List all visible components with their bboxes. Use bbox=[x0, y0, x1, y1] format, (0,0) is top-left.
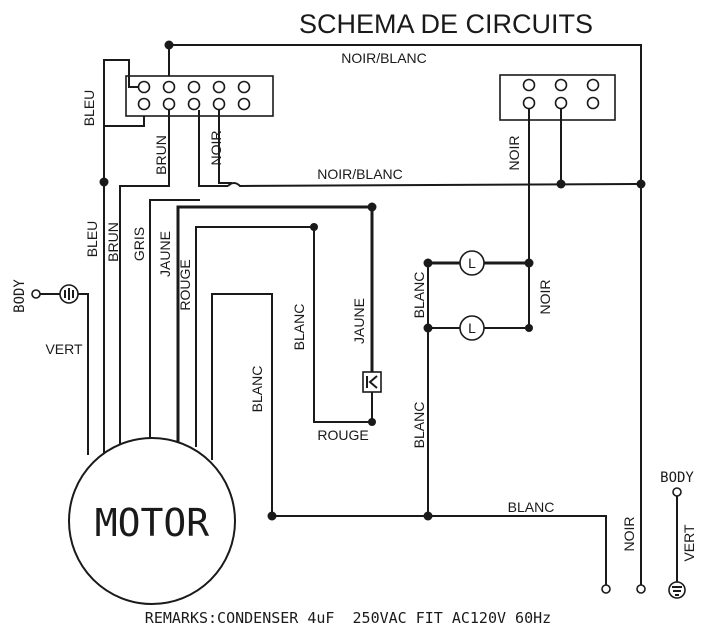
label-blanc-motor: BLANC bbox=[249, 366, 265, 413]
left-connector-block bbox=[125, 75, 274, 117]
label-noir-left: NOIR bbox=[208, 131, 224, 166]
label-bleu-lower: BLEU bbox=[84, 221, 100, 258]
capacitor-symbol bbox=[362, 371, 382, 393]
bottom-terminals bbox=[601, 584, 646, 594]
ground-symbol-right bbox=[668, 487, 686, 599]
motor-label: MOTOR bbox=[95, 501, 210, 545]
label-noir-blanc-mid: NOIR/BLANC bbox=[317, 166, 403, 182]
svg-text:L: L bbox=[468, 320, 476, 336]
lamp-upper: L bbox=[459, 250, 485, 276]
label-bleu-upper: BLEU bbox=[81, 90, 97, 127]
label-body-left: BODY bbox=[12, 279, 28, 313]
label-noir-right-block: NOIR bbox=[506, 136, 522, 171]
label-gris: GRIS bbox=[131, 227, 147, 261]
label-blanc-bottom: BLANC bbox=[508, 499, 555, 515]
label-blanc-cap: BLANC bbox=[291, 304, 307, 351]
label-brun-lower: BRUN bbox=[105, 222, 121, 262]
motor: MOTOR bbox=[68, 437, 236, 605]
right-connector-block bbox=[499, 74, 616, 121]
diagram-title: SCHEMA DE CIRCUITS bbox=[299, 9, 593, 39]
label-rouge-left: ROUGE bbox=[177, 259, 193, 310]
label-jaune-left: JAUNE bbox=[157, 231, 173, 277]
label-jaune-cap: JAUNE bbox=[351, 298, 367, 344]
label-vert-left: VERT bbox=[45, 341, 83, 357]
svg-text:L: L bbox=[468, 255, 476, 271]
label-rouge-bottom: ROUGE bbox=[317, 427, 368, 443]
remarks-line: REMARKS:CONDENSER 4uF 250VAC FIT AC120V … bbox=[145, 609, 551, 627]
label-vert-right: VERT bbox=[681, 524, 697, 562]
label-blanc-lamp-upper: BLANC bbox=[411, 272, 427, 319]
label-body-right: BODY bbox=[660, 470, 694, 486]
label-brun-upper: BRUN bbox=[153, 135, 169, 175]
label-noir-lamps: NOIR bbox=[537, 280, 553, 315]
label-noir-right-bottom: NOIR bbox=[621, 517, 637, 552]
label-noir-blanc-top: NOIR/BLANC bbox=[341, 50, 427, 66]
label-blanc-lamp-lower: BLANC bbox=[411, 402, 427, 449]
ground-symbol-left bbox=[31, 284, 79, 304]
lamp-lower: L bbox=[459, 315, 485, 341]
junction-dots bbox=[99, 40, 646, 521]
